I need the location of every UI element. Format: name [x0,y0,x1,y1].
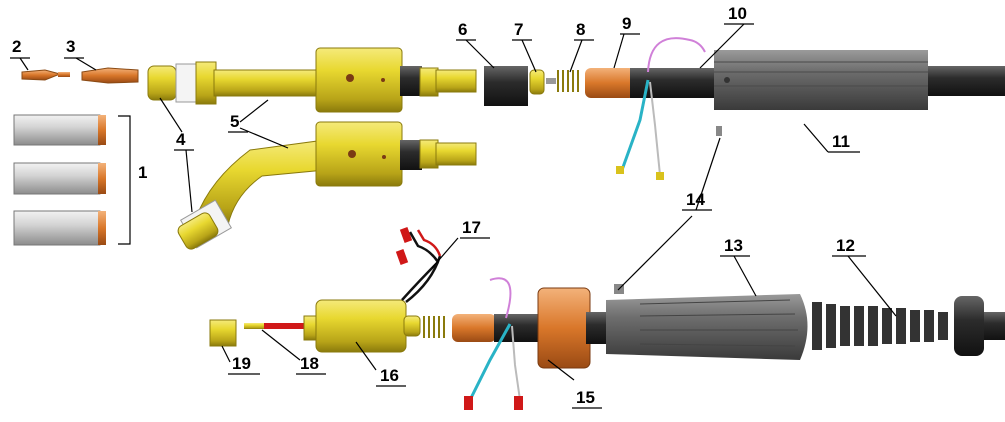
label-6: 6 [458,20,467,39]
label-3: 3 [66,37,75,56]
label-9: 9 [622,14,631,33]
label-16: 16 [380,366,399,385]
top-handle-assembly [484,37,1005,180]
contact-tips [21,67,139,84]
label-10: 10 [728,4,747,23]
label-1: 1 [138,163,147,182]
label-5: 5 [230,112,239,131]
label-15: 15 [576,388,595,407]
neck-bent [177,121,477,250]
leader-lines [10,23,897,409]
label-12: 12 [836,236,855,255]
label-14: 14 [686,190,705,209]
nozzle-set [13,114,131,246]
label-4: 4 [176,130,186,149]
label-8: 8 [576,20,585,39]
neck-straight [147,47,477,113]
label-2: 2 [12,37,21,56]
label-18: 18 [300,354,319,373]
label-7: 7 [514,20,523,39]
part-labels: 2 3 1 4 5 6 7 8 9 10 11 12 13 14 15 16 1… [12,4,855,407]
label-17: 17 [462,218,481,237]
label-19: 19 [232,354,251,373]
label-11: 11 [832,132,850,151]
bottom-handle-assembly [209,227,1005,410]
label-13: 13 [724,236,743,255]
